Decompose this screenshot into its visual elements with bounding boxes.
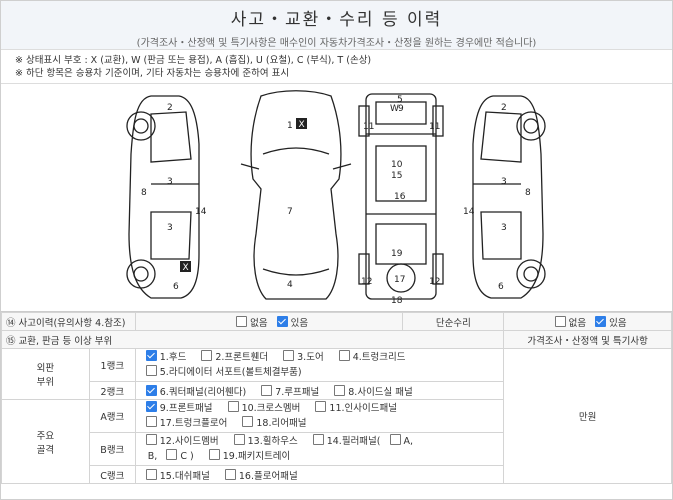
roof-panel-checkbox[interactable] (261, 384, 273, 396)
accident-history-options: 없음 있음 (134, 312, 404, 331)
main-frame-section-label: 주요 골격 (1, 399, 90, 484)
pillar-a-checkbox[interactable] (389, 434, 401, 445)
note-basis: ※ 하단 항목은 승용차 기준이며, 기타 자동차는 승용차에 준하여 표시 (15, 68, 290, 79)
front-fender-checkbox[interactable] (201, 350, 213, 361)
floor-panel-checkbox[interactable] (224, 468, 236, 480)
rank-1-items: 1.후드 2.프론트휀더 3.도어 4.트렁크리드 5.라디에이터 서포트(볼트… (134, 348, 505, 382)
wheel-house-checkbox[interactable] (233, 434, 245, 445)
part-7-top: 7 (287, 207, 293, 217)
price-amount-cell: 만원 (503, 348, 672, 484)
part-2-right: 2 (501, 103, 507, 113)
trunk-floor-checkbox[interactable] (145, 416, 157, 427)
repair-no-checkbox[interactable] (554, 315, 566, 327)
part-9-under: 9 (398, 104, 404, 114)
rank-c-label: C랭크 (88, 465, 136, 484)
pillar-b-checkbox[interactable] (166, 449, 178, 460)
part-14-left: 14 (195, 207, 207, 217)
rank-a-label: A랭크 (88, 399, 136, 433)
side-sill-checkbox[interactable] (334, 384, 346, 396)
part-5-under: 5 (397, 95, 403, 105)
simple-repair-label: 단순수리 (402, 312, 505, 331)
front-panel-checkbox[interactable] (145, 401, 157, 412)
part-16-under: 16 (394, 192, 406, 202)
rank-b-items: 12.사이드멤버 13.휠하우스 14.필러패널( A, B, C ) 19.패… (134, 432, 505, 466)
part-8-right: 8 (525, 188, 531, 198)
accident-history-label: ⑭ 사고이력(유의사항 4.참조) (1, 312, 136, 331)
history-table: ⑭ 사고이력(유의사항 4.참조) 없음 있음 단순수리 없음 있음 ⑮ 교환,… (0, 312, 672, 484)
part-12-under-left: 12 (361, 277, 372, 287)
part-17-under: 17 (394, 275, 405, 285)
part-3-left-front: 3 (167, 177, 173, 187)
part-3-left-rear: 3 (167, 223, 173, 233)
hood-checkbox[interactable] (145, 350, 157, 361)
door-checkbox[interactable] (283, 350, 295, 361)
dash-panel-checkbox[interactable] (145, 468, 157, 480)
part-8-left: 8 (141, 188, 147, 198)
part-15-under: 15 (391, 171, 402, 181)
part-6-left: 6 (173, 282, 179, 292)
rank-1-label: 1랭크 (88, 348, 136, 382)
notes: ※ 상태표시 부호 : X (교환), W (판금 또는 용접), A (흠집)… (1, 50, 672, 83)
part-3-right-front: 3 (501, 177, 507, 187)
simple-repair-options: 없음 있음 (503, 312, 672, 331)
part-4-top: 4 (287, 280, 293, 290)
radiator-support-checkbox[interactable] (145, 365, 157, 376)
part-11-under-right: 11 (429, 122, 440, 132)
part-10-under: 10 (391, 160, 403, 170)
part-19-under: 19 (391, 249, 403, 259)
part-3-right-rear: 3 (501, 223, 507, 233)
package-tray-checkbox[interactable] (208, 449, 220, 460)
car-diagram-svg: 2 3 3 8 14 6 X 1 X 7 4 5 W 9 11 11 10 15… (126, 90, 546, 306)
page-subtitle: (가격조사・산정액 및 특기사항은 매수인이 자동차가격조사・산정을 원하는 경… (136, 38, 537, 49)
side-member-checkbox[interactable] (145, 434, 157, 445)
accident-no-checkbox[interactable] (236, 315, 248, 327)
exchange-parts-label: ⑮ 교환, 판금 등 이상 부위 (0, 330, 505, 349)
outer-section-label: 외판 부위 (1, 348, 90, 400)
weld-mark-under: W (390, 104, 399, 114)
rank-b-label: B랭크 (88, 432, 136, 466)
exchange-mark-left-text: X (183, 263, 189, 273)
rear-panel-checkbox[interactable] (242, 416, 254, 427)
part-11-under-left: 11 (363, 122, 374, 132)
exchange-mark-left (180, 261, 191, 272)
car-diagram: 2 3 3 8 14 6 X 1 X 7 4 5 W 9 11 11 10 15… (1, 83, 672, 312)
part-12-under-right: 12 (429, 277, 440, 287)
part-14-right: 14 (463, 207, 475, 217)
part-1-top: 1 (287, 121, 293, 131)
part-18-under: 18 (391, 296, 403, 306)
part-6-right: 6 (498, 282, 504, 292)
cross-member-checkbox[interactable] (227, 401, 239, 412)
price-note-label: 가격조사・산정액 및 특기사항 (503, 330, 672, 349)
inside-panel-checkbox[interactable] (315, 401, 327, 412)
rank-2-items: 6.쿼터패널(리어휀다) 7.루프패널 8.사이드실 패널 (134, 381, 505, 400)
rank-2-label: 2랭크 (88, 381, 136, 400)
pillar-panel-checkbox[interactable] (312, 434, 324, 445)
title-band: 사고・교환・수리 등 이력 (가격조사・산정액 및 특기사항은 매수인이 자동차… (1, 1, 672, 50)
repair-yes-checkbox[interactable] (595, 315, 607, 327)
rank-a-items: 9.프론트패널 10.크로스멤버 11.인사이드패널 17.트렁크플로어 18.… (134, 399, 505, 433)
rank-c-items: 15.대쉬패널 16.플로어패널 (134, 465, 505, 484)
exchange-mark-hood (296, 118, 307, 129)
note-symbols: ※ 상태표시 부호 : X (교환), W (판금 또는 용접), A (흠집)… (15, 55, 372, 66)
page-title: 사고・교환・수리 등 이력 (230, 10, 443, 30)
part-2-left: 2 (167, 103, 173, 113)
trunk-lid-checkbox[interactable] (338, 350, 350, 361)
exchange-mark-hood-text: X (299, 120, 305, 130)
accident-yes-checkbox[interactable] (276, 315, 288, 327)
quarter-panel-checkbox[interactable] (145, 384, 157, 396)
